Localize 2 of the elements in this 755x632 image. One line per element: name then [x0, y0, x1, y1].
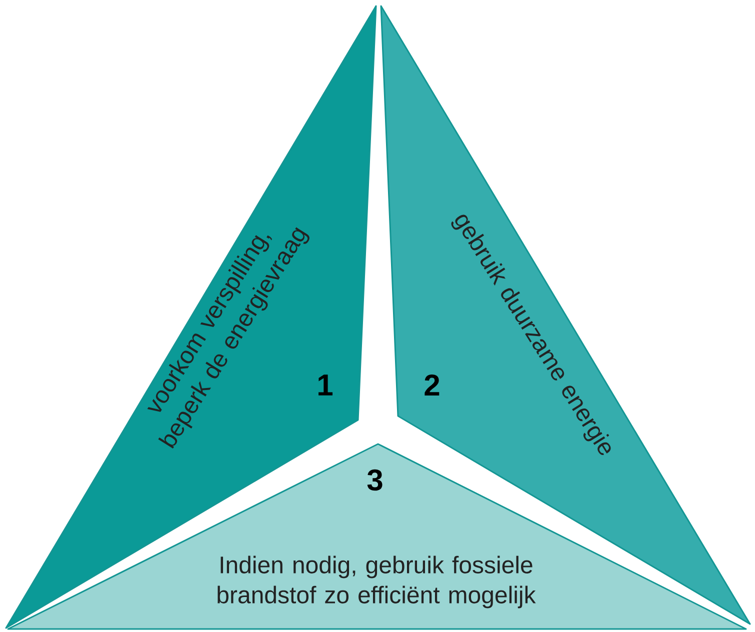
number-label: 1	[318, 374, 333, 396]
number-label: 2	[424, 374, 440, 396]
